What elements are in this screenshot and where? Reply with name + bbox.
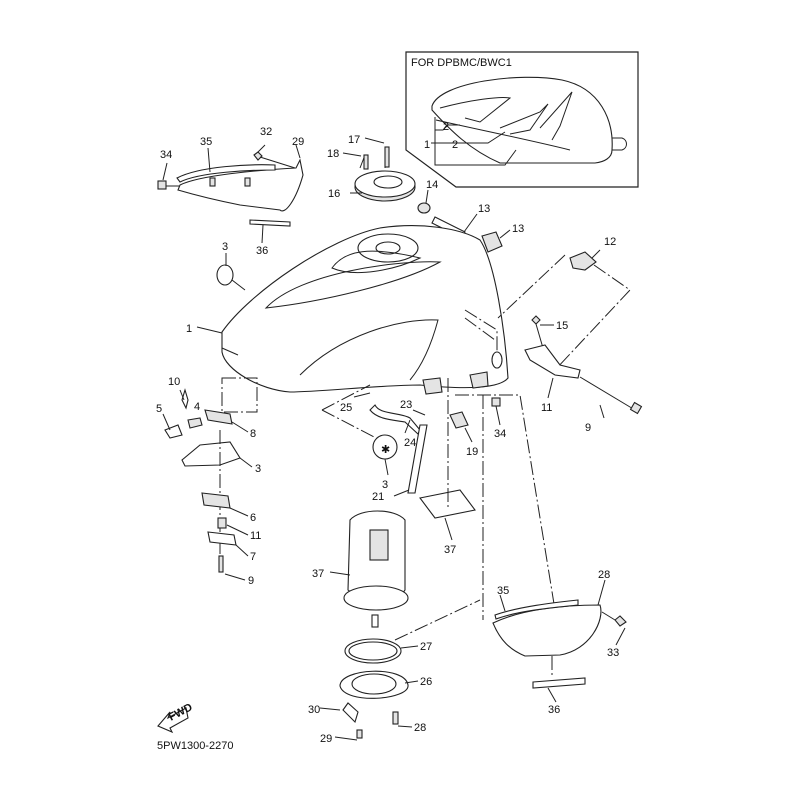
inset-label-1: 1 — [424, 139, 430, 151]
callout-3-bottom: 3 — [382, 479, 388, 491]
callout-1: 1 — [186, 323, 192, 335]
callout-18: 15 — [556, 320, 568, 332]
callout-32: 28 — [598, 569, 610, 581]
callout-9: 7 — [250, 551, 256, 563]
fuel-tank — [221, 225, 509, 393]
inset-panel: FOR DPBMC/BWC1 2 2 1 — [405, 51, 639, 188]
callout-38: 37 — [444, 544, 456, 556]
left-side-cover-group: 32 29 35 34 36 — [157, 126, 304, 257]
drawing-code: 5PW1300-2270 — [157, 740, 233, 752]
callout-16: 14 — [426, 179, 438, 191]
right-mount-group: 12 15 11 9 — [497, 236, 643, 434]
callout-34-left: 32 — [260, 126, 272, 138]
callout-13-right: 12 — [604, 236, 616, 248]
callout-22: 18 — [327, 148, 339, 160]
callout-33: 29 — [292, 136, 304, 148]
callout-37-right: 36 — [548, 704, 560, 716]
callout-17: 11 — [541, 402, 552, 414]
right-side-cover-group: 28 33 35 36 — [492, 569, 627, 716]
callout-29: 28 — [414, 722, 426, 734]
callout-5: 4 — [194, 401, 200, 413]
callout-30: 29 — [320, 733, 332, 745]
callout-34-right: 33 — [607, 647, 619, 659]
callout-19: 19 — [466, 446, 478, 458]
callout-12: 10 — [168, 376, 180, 388]
callout-27: 26 — [420, 676, 432, 688]
left-mount-group: 8 10 4 5 3 6 11 7 9 — [156, 376, 261, 587]
callout-8: 8 — [250, 428, 256, 440]
yamaha-emblem: ✱ — [381, 444, 390, 456]
callout-36-left: 35 — [200, 136, 212, 148]
callout-35-mid: 34 — [494, 428, 506, 440]
callout-26: 25 — [340, 402, 352, 414]
callout-28: 27 — [420, 641, 432, 653]
callout-13-left: 13 — [512, 223, 524, 235]
tank-badge-right — [469, 371, 489, 389]
callout-14: 13 — [478, 203, 490, 215]
callout-39: 37 — [312, 568, 324, 580]
inset-title: FOR DPBMC/BWC1 — [411, 57, 512, 69]
fuel-cap-group: 17 18 16 14 13 13 — [327, 134, 524, 253]
tank-badge-left — [422, 377, 443, 395]
callout-21: 17 — [348, 134, 360, 146]
callout-11: 9 — [248, 575, 254, 587]
inset-label-2a: 2 — [443, 121, 449, 133]
fuel-pump-group: 37 27 26 30 29 28 — [308, 510, 481, 745]
hose-group: 25 ✱ 3 24 23 21 19 34 37 — [321, 378, 556, 620]
callout-24: 23 — [400, 399, 412, 411]
callout-31: 30 — [308, 704, 320, 716]
callout-25: 24 — [404, 437, 416, 449]
callout-15: 9 — [585, 422, 591, 434]
callout-36-right: 35 — [497, 585, 509, 597]
callout-7: 6 — [250, 512, 256, 524]
callout-3-top: 3 — [222, 241, 228, 253]
inset-tank — [431, 76, 613, 164]
callout-37-left: 36 — [256, 245, 268, 257]
callout-6: 5 — [156, 403, 162, 415]
inset-label-2b: 2 — [452, 139, 458, 151]
callout-4: 3 — [255, 463, 261, 475]
callout-35-left: 34 — [160, 149, 172, 161]
fwd-arrow: FWD — [157, 701, 195, 734]
callout-20: 16 — [328, 188, 340, 200]
callout-23: 21 — [372, 491, 384, 503]
fuel-tank-group: 1 3 — [186, 225, 509, 395]
callout-10: 11 — [250, 530, 261, 542]
